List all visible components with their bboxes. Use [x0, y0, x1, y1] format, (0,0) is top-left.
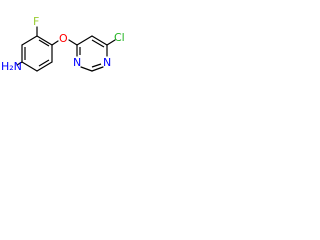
double-bond-inner: [91, 63, 102, 68]
nitrogen-atom-label: N: [103, 56, 111, 69]
bond: [36, 35, 53, 46]
bond-c-o: [51, 40, 59, 46]
amine-group-label: H₂N: [1, 60, 22, 73]
nitrogen-atom-label: N: [73, 56, 81, 69]
bond: [91, 35, 108, 46]
oxygen-atom-label: O: [59, 32, 68, 45]
bond: [76, 35, 93, 46]
bond: [21, 35, 38, 46]
bond: [91, 66, 104, 72]
double-bond-inner: [38, 39, 50, 47]
bond: [36, 61, 53, 72]
double-bond-inner: [38, 59, 50, 67]
double-bond-inner: [91, 39, 105, 48]
fluorine-atom-label: F: [33, 15, 39, 28]
molecule-structure-diagram: F O Cl H₂N N N: [0, 0, 205, 84]
bond: [21, 61, 38, 72]
bond-c-n: [16, 61, 23, 66]
bond-c-cl: [106, 39, 116, 46]
bond-o-c: [68, 39, 78, 46]
molecule-svg: F O Cl H₂N N N: [1, 15, 125, 73]
bond: [80, 66, 93, 72]
pyrimidine-ring: [76, 35, 108, 72]
chlorine-atom-label: Cl: [114, 31, 125, 44]
benzene-ring: [21, 35, 53, 72]
